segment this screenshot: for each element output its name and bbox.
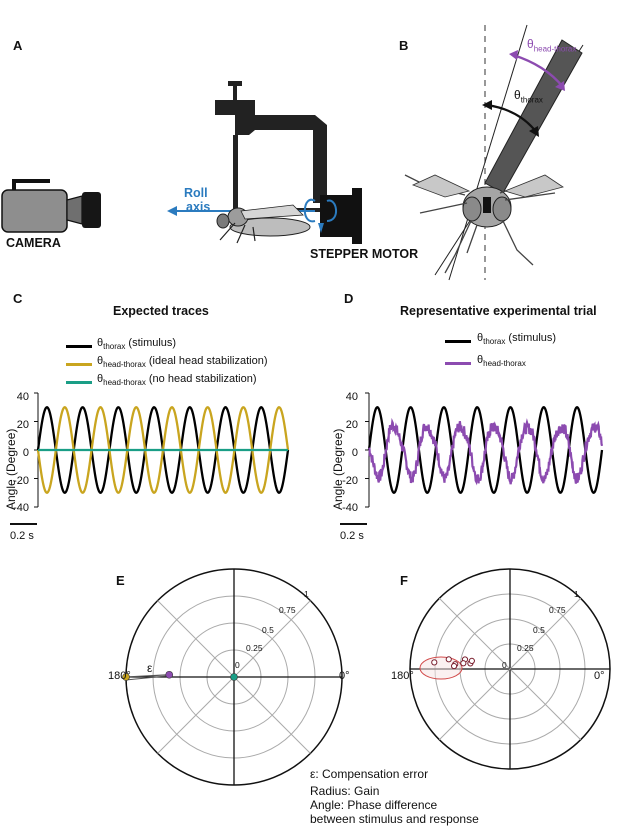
d-legend-line-head: [445, 362, 471, 365]
panel-c-title: Expected traces: [113, 304, 209, 318]
series-line-1: [368, 417, 604, 486]
d-legend-entry-thorax: θthorax (stimulus): [477, 332, 557, 347]
polar-point-0: [122, 673, 130, 681]
f-rtick-05: 0.5: [533, 625, 545, 635]
panel-d-title: Representative experimental trial: [400, 304, 597, 318]
polar-point-1: [165, 670, 174, 679]
camera-icon: [1, 179, 101, 233]
f-rtick-1: 1: [574, 589, 579, 599]
trial-point-1: [445, 656, 452, 663]
c-scalebar: [10, 523, 37, 525]
roll-axis-label-line1: Roll: [184, 186, 208, 200]
e-rtick-025: 0.25: [246, 643, 263, 653]
panel-d-label: D: [344, 291, 354, 306]
panel-a-label: A: [13, 38, 23, 53]
stepper-rig-diagram: [167, 81, 362, 244]
d-scalebar-label: 0.2 s: [340, 530, 364, 542]
note-radius: Radius: Gain: [310, 784, 380, 798]
e-angle-180: 180°: [108, 670, 131, 682]
d-ytick-0: 0: [351, 447, 358, 459]
f-angle-0: 0°: [594, 670, 605, 682]
c-ytick-neg20: -20: [13, 475, 29, 487]
head-angle-diagram: [404, 24, 584, 281]
panel-f-label: F: [400, 573, 408, 588]
c-ytick-neg40: -40: [13, 502, 29, 514]
stepper-motor-label: STEPPER MOTOR: [310, 247, 419, 261]
c-ytick-20: 20: [16, 419, 29, 431]
legend-line-no-stab: [66, 381, 92, 384]
e-rtick-05: 0.5: [262, 625, 274, 635]
d-ylabel: Angle (Degree): [331, 428, 345, 510]
f-rtick-0: 0: [502, 660, 507, 670]
e-rtick-075: 0.75: [279, 605, 296, 615]
note-compensation-error: ε: Compensation error: [310, 767, 429, 781]
polar-point-2: [230, 673, 238, 681]
note-angle-line1: Angle: Phase difference: [310, 798, 438, 812]
c-ylabel: Angle (Degree): [4, 428, 18, 510]
c-scalebar-label: 0.2 s: [10, 530, 34, 542]
panel-c-label: C: [13, 291, 23, 306]
d-legend-entry-head: θhead-thorax: [477, 354, 526, 369]
trial-point-0: [431, 659, 438, 666]
trial-point-7: [468, 657, 475, 664]
e-rtick-0: 0: [235, 660, 240, 670]
d-ytick-neg40: -40: [342, 502, 358, 514]
f-angle-180: 180°: [391, 670, 414, 682]
e-epsilon: ε: [147, 661, 153, 675]
d-ytick-neg20: -20: [342, 475, 358, 487]
d-legend-line-thorax: [445, 340, 471, 343]
f-rtick-075: 0.75: [549, 605, 566, 615]
trial-point-4: [460, 660, 467, 667]
polar-plot-e: [122, 568, 343, 786]
c-ytick-40: 40: [16, 391, 29, 403]
d-ytick-20: 20: [345, 419, 358, 431]
d-ytick-40: 40: [345, 391, 358, 403]
theta-head-thorax-label: θhead-thorax: [527, 37, 577, 54]
f-rtick-025: 0.25: [517, 643, 534, 653]
experimental-trial-chart: [365, 392, 604, 508]
c-ytick-0: 0: [22, 447, 29, 459]
polar-spoke: [438, 597, 582, 741]
note-angle-line2: between stimulus and response: [310, 812, 479, 826]
roll-axis-label-line2: axis: [186, 200, 211, 214]
expected-traces-chart: [34, 392, 290, 508]
panel-b-label: B: [399, 38, 409, 53]
panel-e-label: E: [116, 573, 125, 588]
camera-label: CAMERA: [6, 236, 61, 250]
e-angle-0: 0°: [339, 670, 350, 682]
polar-plot-f: [409, 568, 611, 770]
legend-entry-thorax: θthorax (stimulus): [97, 337, 177, 352]
confidence-ellipse: [419, 656, 463, 680]
legend-entry-ideal: θhead-thorax (ideal head stabilization): [97, 355, 268, 370]
trial-point-5: [450, 662, 458, 670]
e-rtick-1: 1: [304, 589, 309, 599]
theta-thorax-label: θthorax: [514, 88, 543, 105]
epsilon-line: [125, 674, 170, 678]
legend-line-thorax: [66, 345, 92, 348]
d-scalebar: [340, 523, 367, 525]
epsilon-line-lower: [125, 675, 170, 681]
legend-entry-no-stab: θhead-thorax (no head stabilization): [97, 373, 257, 388]
legend-line-ideal: [66, 363, 92, 366]
